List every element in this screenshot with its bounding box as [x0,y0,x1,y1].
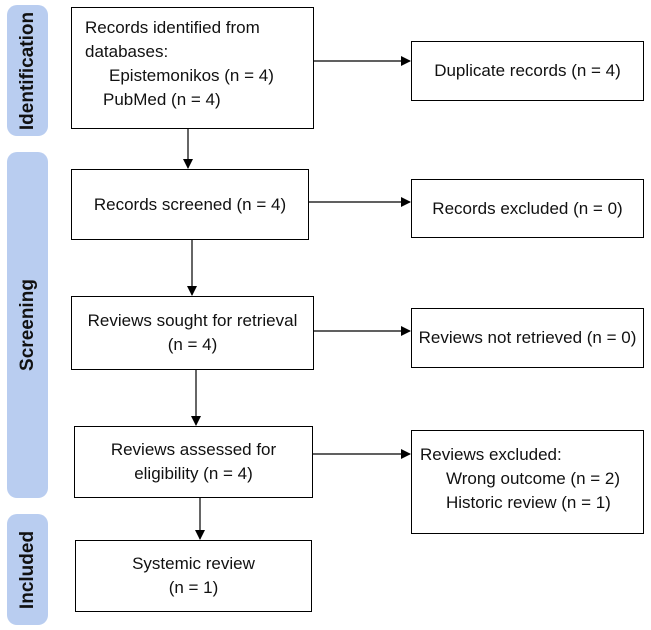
reviews-not-retrieved-label: Reviews not retrieved (n = 0) [418,328,637,347]
records-excluded-label: Records excluded (n = 0) [432,198,623,218]
duplicate-records-label: Duplicate records (n = 4) [434,61,621,80]
reviews-assessed-line1: Reviews assessed for [110,440,277,459]
reviews-excluded-title: Reviews excluded: [420,445,562,464]
phase-identification: Identification [7,5,48,136]
reviews-excluded-box: Reviews excluded: Wrong outcome (n = 2) … [411,430,644,534]
reviews-not-retrieved-box: Reviews not retrieved (n = 0) [411,308,644,368]
records-identified-title-line1: Records identified from [85,18,260,37]
duplicate-records-box: Duplicate records (n = 4) [411,41,644,101]
phase-screening: Screening [7,152,48,498]
reviews-sought-line1: Reviews sought for retrieval [87,311,298,330]
reason-historic-review: Historic review (n = 1) [446,493,611,512]
reviews-assessed-box: Reviews assessed for eligibility (n = 4) [74,426,313,498]
systemic-review-line1: Systemic review [132,554,255,573]
source-epistemonikos: Epistemonikos (n = 4) [109,66,274,85]
records-identified-box: Records identified from databases: Epist… [71,7,314,129]
systemic-review-box: Systemic review (n = 1) [75,540,312,612]
reviews-sought-box: Reviews sought for retrieval (n = 4) [71,296,314,370]
systemic-review-line2: (n = 1) [168,578,219,597]
records-excluded-box: Records excluded (n = 0) [411,179,644,238]
records-identified-title-line2: databases: [85,42,169,61]
records-screened-label: Records screened (n = 4) [93,194,287,214]
reason-wrong-outcome: Wrong outcome (n = 2) [446,469,621,488]
phase-included: Included [7,514,48,625]
records-screened-box: Records screened (n = 4) [71,169,309,240]
source-pubmed: PubMed (n = 4) [103,90,221,109]
reviews-assessed-line2: eligibility (n = 4) [134,464,253,483]
reviews-sought-line2: (n = 4) [167,335,218,354]
